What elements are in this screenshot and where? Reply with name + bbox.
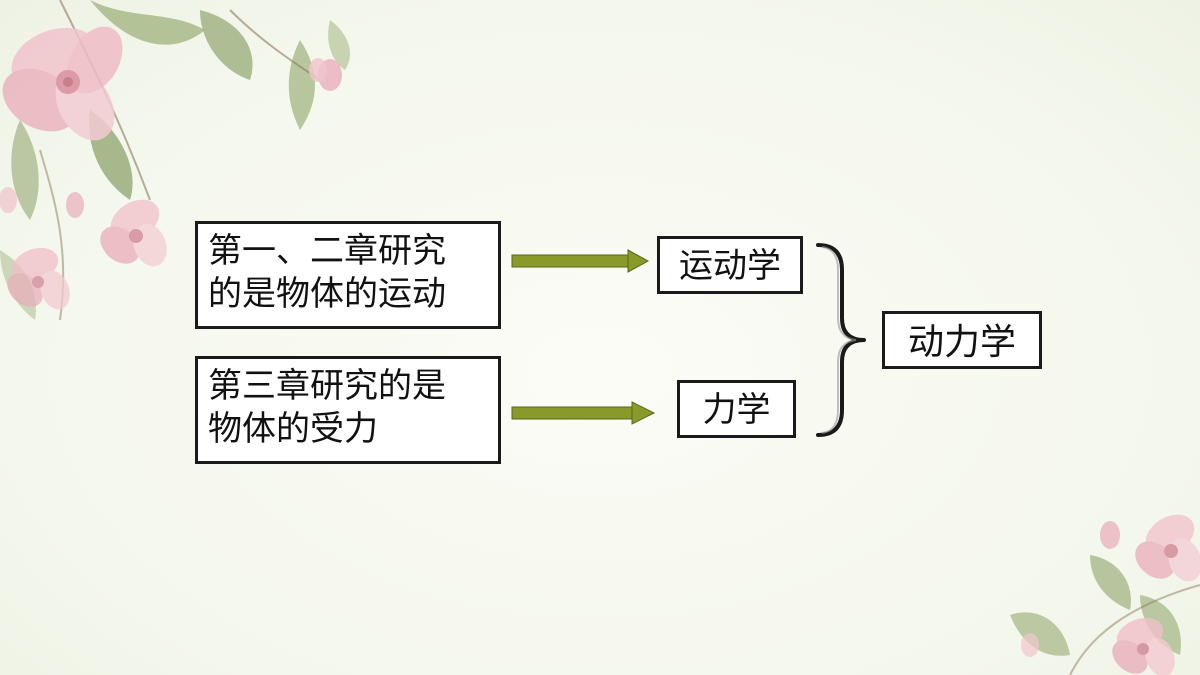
chapter-3-box: 第三章研究的是 物体的受力 xyxy=(195,356,501,464)
kinematics-box: 运动学 xyxy=(657,236,803,294)
chapter-1-2-box: 第一、二章研究 的是物体的运动 xyxy=(195,221,501,329)
kinematics-label: 运动学 xyxy=(679,246,781,286)
chapter-1-2-line2: 的是物体的运动 xyxy=(208,273,446,314)
arrow-to-mechanics xyxy=(511,401,656,425)
chapter-1-2-line1: 第一、二章研究 xyxy=(208,231,446,271)
chapter-3-line2: 物体的受力 xyxy=(208,408,378,449)
arrow-to-kinematics xyxy=(511,249,650,273)
dynamics-box: 动力学 xyxy=(882,311,1042,369)
curly-brace xyxy=(816,243,866,437)
chapter-3-line1: 第三章研究的是 xyxy=(208,366,446,406)
mechanics-box: 力学 xyxy=(677,380,796,438)
mechanics-label: 力学 xyxy=(702,390,771,430)
dynamics-label: 动力学 xyxy=(907,322,1016,363)
